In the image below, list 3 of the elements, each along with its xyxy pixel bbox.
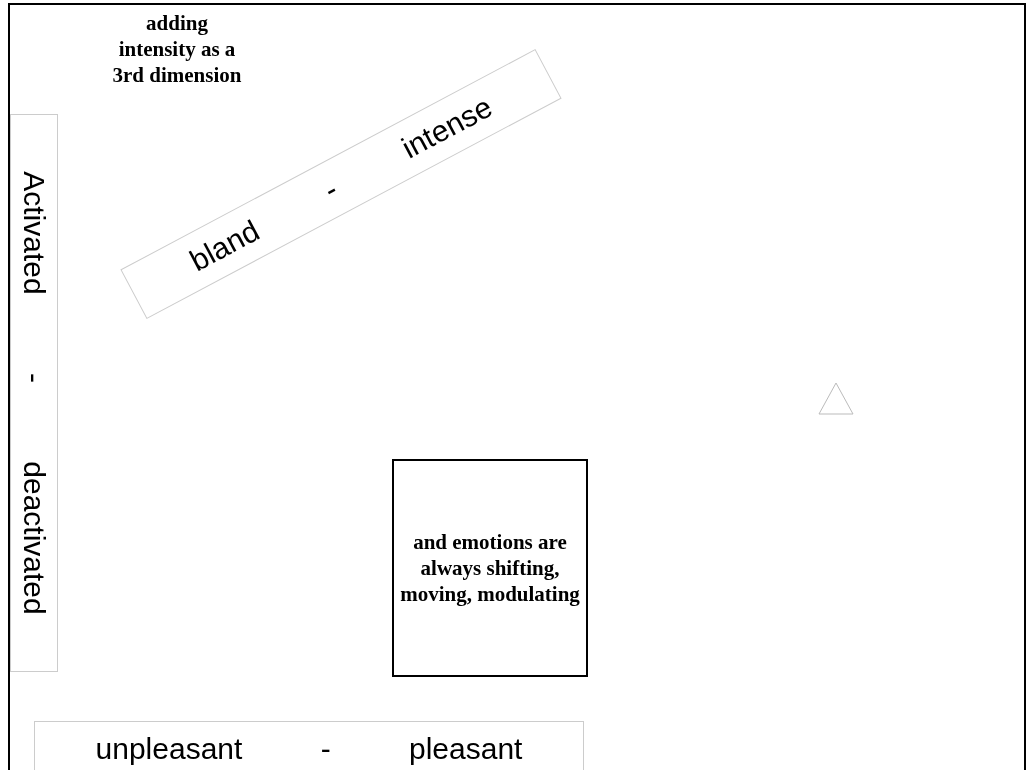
note-box: and emotions are always shifting, moving, modulating: [392, 459, 588, 677]
axis-label: unpleasant - pleasant: [34, 721, 584, 770]
axis-label: Activated - deactivated: [10, 114, 58, 672]
